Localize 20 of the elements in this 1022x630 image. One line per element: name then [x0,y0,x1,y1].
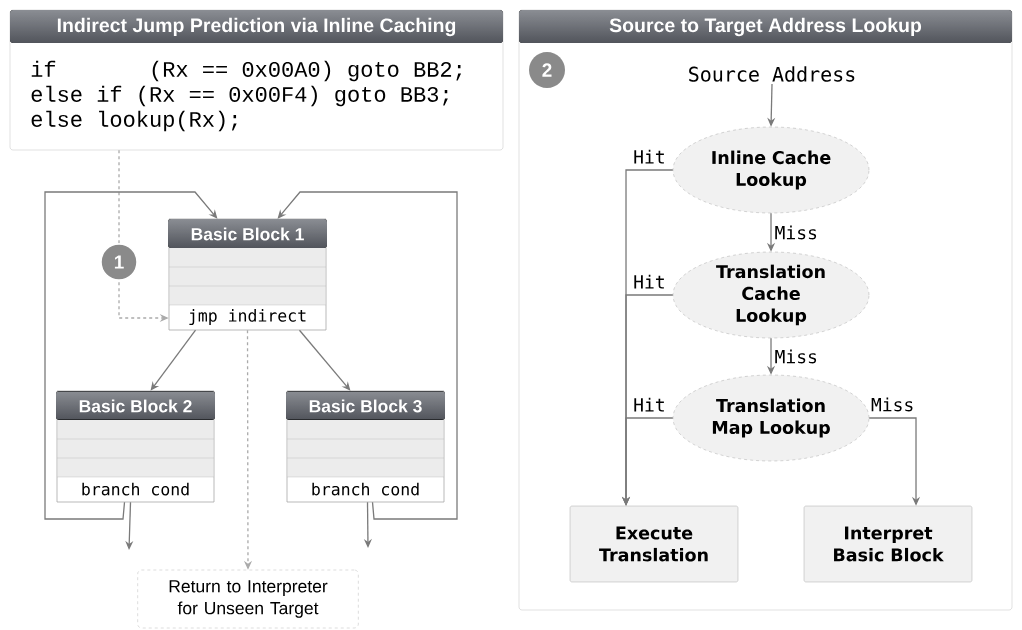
edge-label: Hit [634,149,664,164]
input-label: Source Address [689,66,855,82]
edge-label: Miss [775,349,817,364]
arrow [150,329,197,391]
edge-label: Miss [871,397,913,412]
edge-label: Hit [634,397,664,412]
code-block: Basic Block 2 branch cond [56,390,215,503]
arrow [298,329,351,391]
callout-number: 2 [529,52,565,88]
panel: Indirect Jump Prediction via Inline Caching if (Rx == 0x00A0) goto BB2; else if (Rx == 0x00F4) goto BB3; else lookup(Rx); [9,9,504,151]
edge-label: Miss [775,225,817,240]
code-block: Basic Block 3 branch cond [286,390,445,503]
process-box: Execute Translation [569,505,739,583]
code-block: Basic Block 1 jmp indirect [168,218,327,331]
process-box: Interpret Basic Block [803,505,973,583]
arrow [44,191,218,520]
edge-label: Hit [634,274,664,289]
process-box: Return to Interpreter for Unseen Target [137,569,359,629]
callout-number: 1 [100,243,138,281]
arrow [277,191,458,520]
